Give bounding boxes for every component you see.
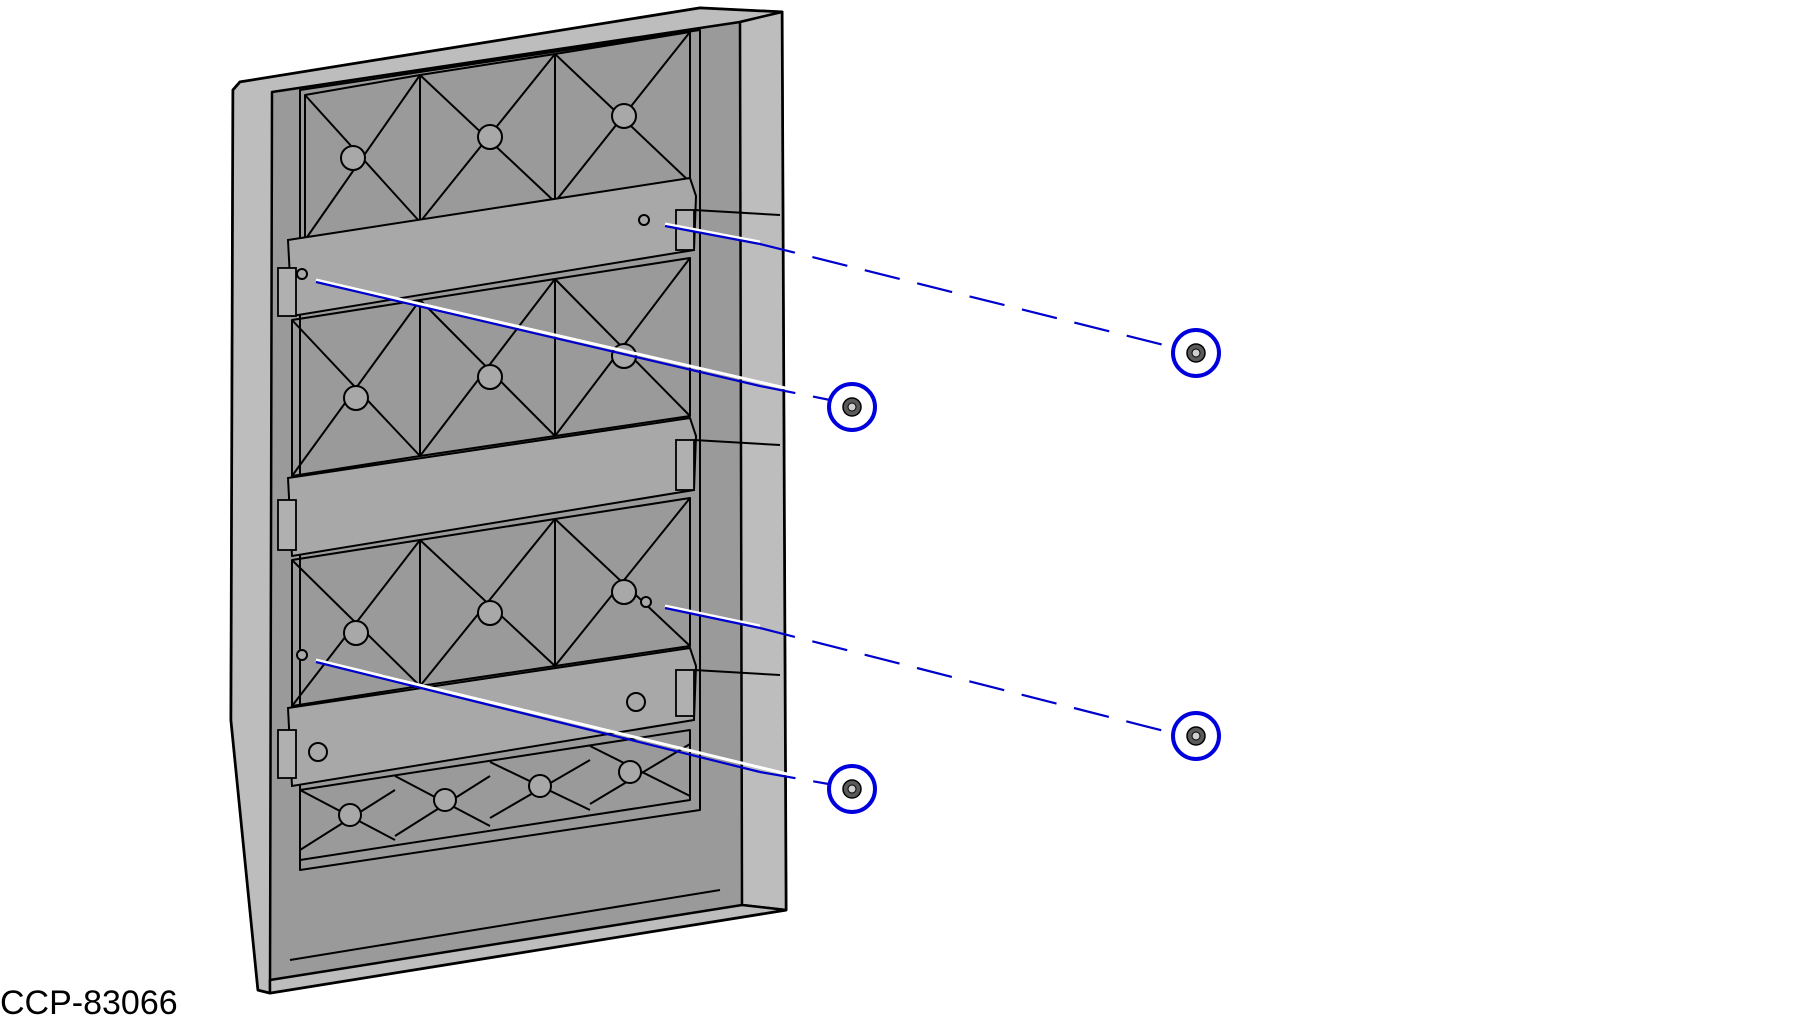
callout-screw-top-right: [1171, 328, 1221, 378]
part-number-label: CCP-83066: [0, 984, 178, 1022]
bottom-lattice: [299, 729, 691, 861]
rail-3-hole-left: [308, 742, 328, 762]
leader-lines: [315, 222, 1177, 788]
rail-3-hole-right: [626, 692, 646, 712]
middle-lattice-lower: [291, 497, 691, 707]
callout-screw-upper-middle: [827, 382, 877, 432]
callout-screw-bottom-middle: [827, 764, 877, 814]
upper-lattice: [304, 31, 691, 241]
studs: [296, 214, 652, 661]
callout-screw-lower-right: [1171, 711, 1221, 761]
